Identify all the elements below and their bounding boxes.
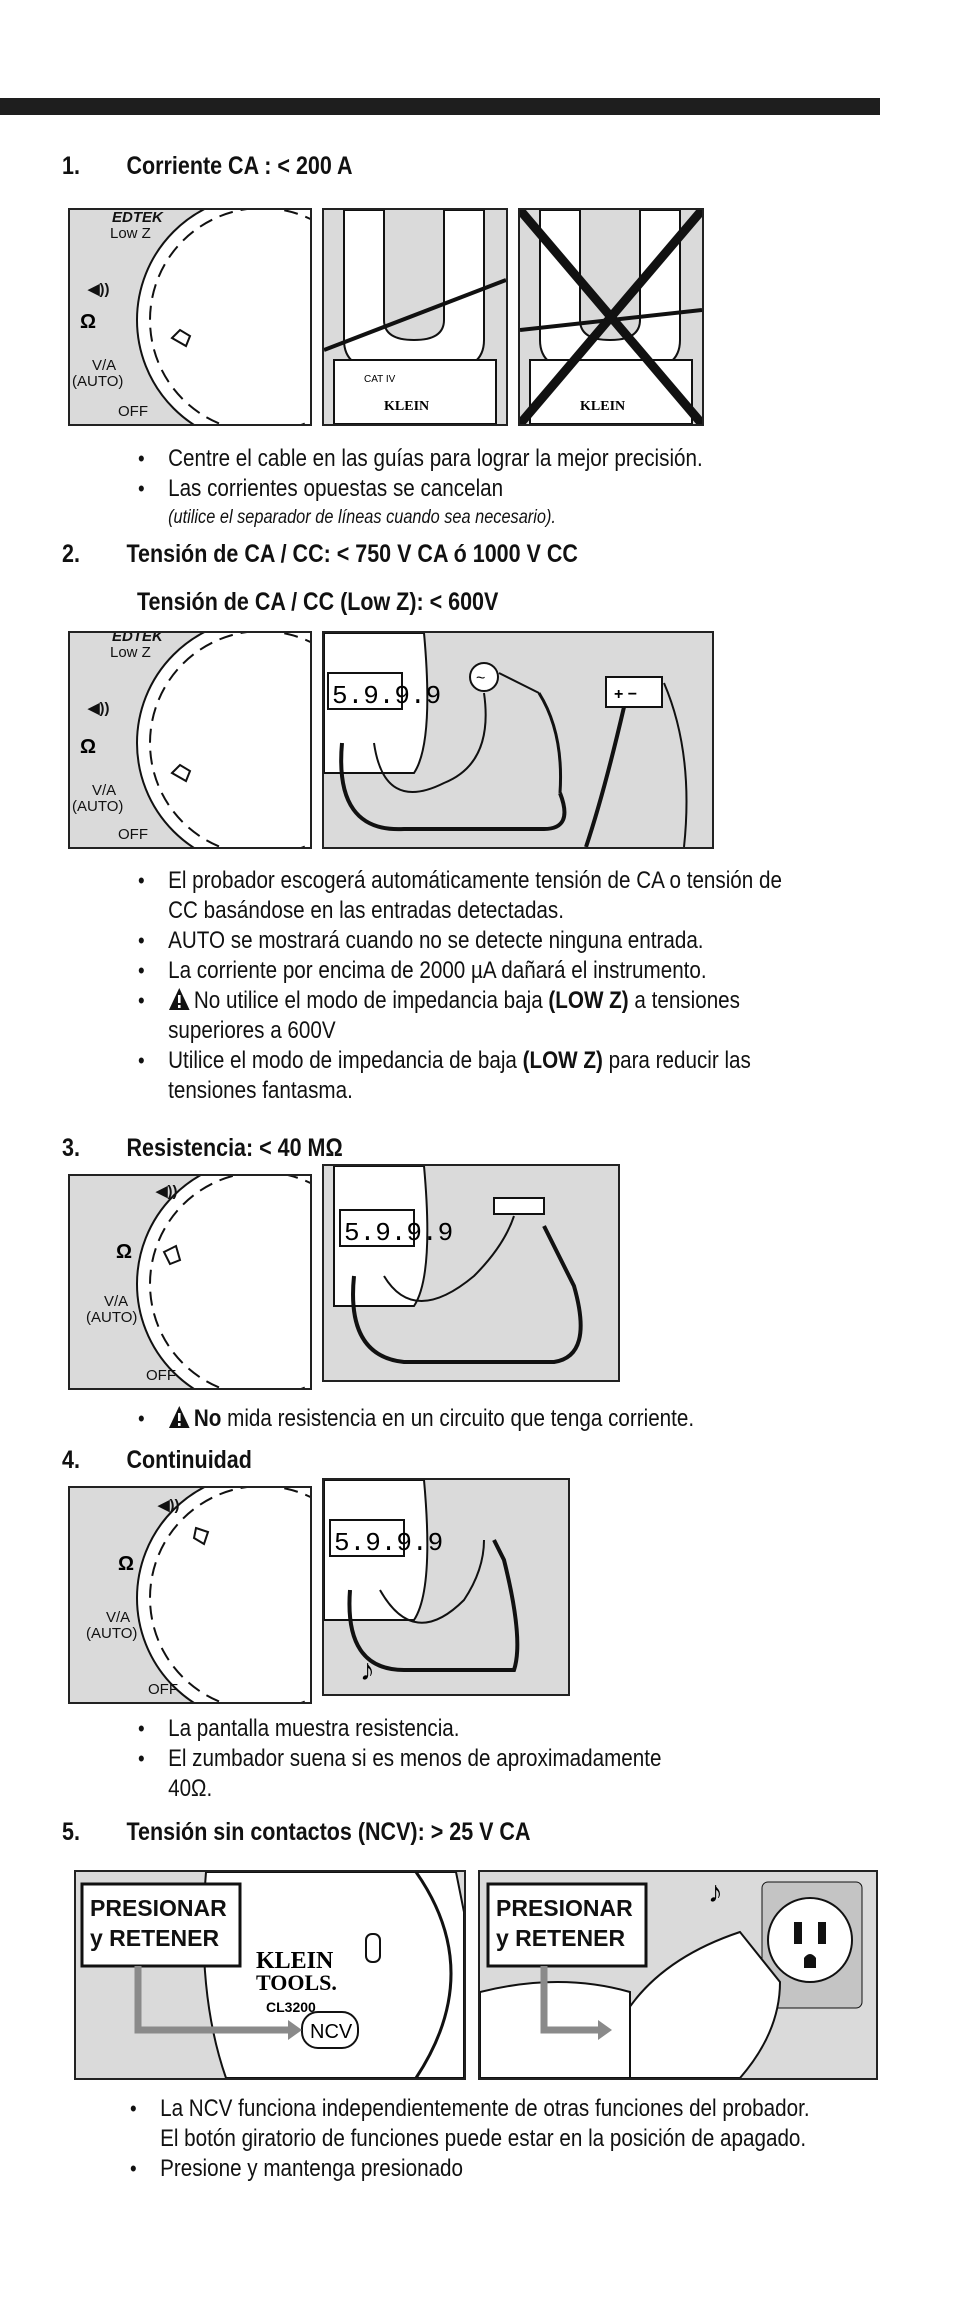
- music-note-icon: ♪: [360, 1654, 375, 1687]
- section-title: Resistencia: < 40 MΩ: [126, 1134, 343, 1162]
- svg-text:V/A: V/A: [106, 1609, 130, 1626]
- dial-off: OFF: [118, 403, 148, 420]
- note-text: (utilice el separador de líneas cuando s…: [168, 507, 556, 528]
- svg-text:OFF: OFF: [148, 1681, 178, 1698]
- section-number: 2.: [62, 540, 80, 568]
- list-item: •No utilice el modo de impedancia baja (…: [138, 987, 740, 1044]
- speaker-icon: ◀)): [87, 281, 110, 298]
- dial-auto: (AUTO): [72, 373, 123, 390]
- press-label: PRESIONAR: [90, 1895, 227, 1921]
- svg-text:5.9.9.9: 5.9.9.9: [334, 1528, 443, 1558]
- svg-text:Ω: Ω: [118, 1553, 134, 1575]
- svg-text:OFF: OFF: [118, 826, 148, 843]
- list-item: •Centre el cable en las guías para logra…: [138, 445, 703, 472]
- dial-ohm: Ω: [80, 311, 96, 333]
- dial-figure-4: ◀)) Ω V/A (AUTO) OFF: [68, 1486, 312, 1704]
- list-item: •Utilice el modo de impedancia de baja (…: [138, 1047, 751, 1104]
- hold-label: y RETENER: [90, 1925, 219, 1951]
- warning-icon: [168, 1406, 190, 1428]
- svg-text:(AUTO): (AUTO): [86, 1309, 137, 1326]
- cat-label: CAT IV: [364, 374, 396, 385]
- section-title: Tensión sin contactos (NCV): > 25 V CA: [126, 1818, 531, 1846]
- list-item: •El probador escogerá automáticamente te…: [138, 867, 782, 924]
- dial-figure-3: ◀)) Ω V/A (AUTO) OFF: [68, 1174, 312, 1390]
- resistance-test-figure: 5.9.9.9: [322, 1164, 620, 1382]
- svg-text:(AUTO): (AUTO): [86, 1625, 137, 1642]
- model-label: CL3200: [266, 1999, 316, 2015]
- brand-label: KLEIN: [580, 399, 625, 414]
- svg-text:(AUTO): (AUTO): [72, 798, 123, 815]
- dial-lowz: Low Z: [110, 225, 151, 242]
- resistor-icon: [493, 1197, 545, 1215]
- dial-figure-1: EDTEK Low Z ◀)) Ω V/A (AUTO) OFF: [68, 208, 312, 426]
- brand-klein: KLEIN: [256, 1948, 334, 1974]
- section-number: 5.: [62, 1818, 80, 1846]
- section-title: Tensión de CA / CC: < 750 V CA ó 1000 V …: [126, 540, 578, 568]
- top-rule: [0, 98, 880, 115]
- battery-icon: + −: [614, 686, 637, 703]
- svg-text:V/A: V/A: [92, 782, 116, 799]
- ncv-outlet-figure: ♪ PRESIONAR y RETENER: [478, 1870, 878, 2080]
- section-number: 1.: [62, 152, 80, 180]
- music-note-icon: ♪: [708, 1876, 723, 1909]
- section-number: 4.: [62, 1446, 80, 1474]
- brand-tools: TOOLS.: [256, 1970, 337, 1995]
- ncv-button: NCV: [310, 2021, 353, 2043]
- voltage-test-figure: 5.9.9.9 ~ + −: [322, 631, 714, 849]
- ncv-button-figure: KLEIN TOOLS. CL3200 NCV PRESIONAR y RETE…: [74, 1870, 466, 2080]
- section-2-bullets: •El probador escogerá automáticamente te…: [138, 866, 809, 1106]
- list-item: •La NCV funciona independientemente de o…: [130, 2095, 810, 2152]
- list-item: •La pantalla muestra resistencia.: [138, 1715, 460, 1742]
- list-item: •No mida resistencia en un circuito que …: [138, 1405, 695, 1432]
- section-5-bullets: •La NCV funciona independientemente de o…: [130, 2094, 827, 2184]
- brand-label: KLEIN: [384, 399, 429, 414]
- list-item: •AUTO se mostrará cuando no se detecte n…: [138, 927, 704, 954]
- meter-display: 5.9.9.9: [332, 681, 441, 711]
- continuity-test-figure: 5.9.9.9 ♪: [322, 1478, 570, 1696]
- svg-text:EDTEK: EDTEK: [112, 633, 164, 645]
- dial-va: V/A: [92, 357, 116, 374]
- svg-text:OFF: OFF: [146, 1367, 176, 1384]
- speaker-icon: ◀)): [157, 1497, 180, 1514]
- list-item: •Presione y mantenga presionado: [130, 2155, 464, 2182]
- svg-text:PRESIONAR: PRESIONAR: [496, 1895, 633, 1921]
- svg-text:y RETENER: y RETENER: [496, 1925, 625, 1951]
- svg-text:Low Z: Low Z: [110, 644, 151, 661]
- warning-icon: [168, 988, 190, 1010]
- dial-figure-2: EDTEK Low Z ◀)) Ω V/A (AUTO) OFF: [68, 631, 312, 849]
- list-item: •El zumbador suena si es menos de aproxi…: [138, 1745, 662, 1802]
- svg-text:Ω: Ω: [80, 736, 96, 758]
- speaker-icon: ◀)): [155, 1183, 178, 1200]
- clamp-centered-figure: CAT IV KLEIN: [322, 208, 508, 426]
- list-item: •La corriente por encima de 2000 µA daña…: [138, 957, 707, 984]
- clamp-wrong-figure: KLEIN: [518, 208, 704, 426]
- list-item: •Las corrientes opuestas se cancelan (ut…: [138, 474, 809, 532]
- section-number: 3.: [62, 1134, 80, 1162]
- svg-text:5.9.9.9: 5.9.9.9: [344, 1218, 453, 1248]
- ac-source-icon: ~: [476, 670, 485, 687]
- speaker-icon: ◀)): [87, 700, 110, 717]
- svg-text:V/A: V/A: [104, 1293, 128, 1310]
- section-title: Continuidad: [126, 1446, 252, 1474]
- section-1-bullets: •Centre el cable en las guías para logra…: [138, 444, 809, 532]
- dial-edtek: EDTEK: [112, 210, 164, 226]
- svg-text:Ω: Ω: [116, 1241, 132, 1263]
- section-title: Corriente CA : < 200 A: [126, 152, 353, 180]
- section-3-bullets: •No mida resistencia en un circuito que …: [138, 1404, 809, 1434]
- section-4-bullets: •La pantalla muestra resistencia. •El zu…: [138, 1714, 671, 1804]
